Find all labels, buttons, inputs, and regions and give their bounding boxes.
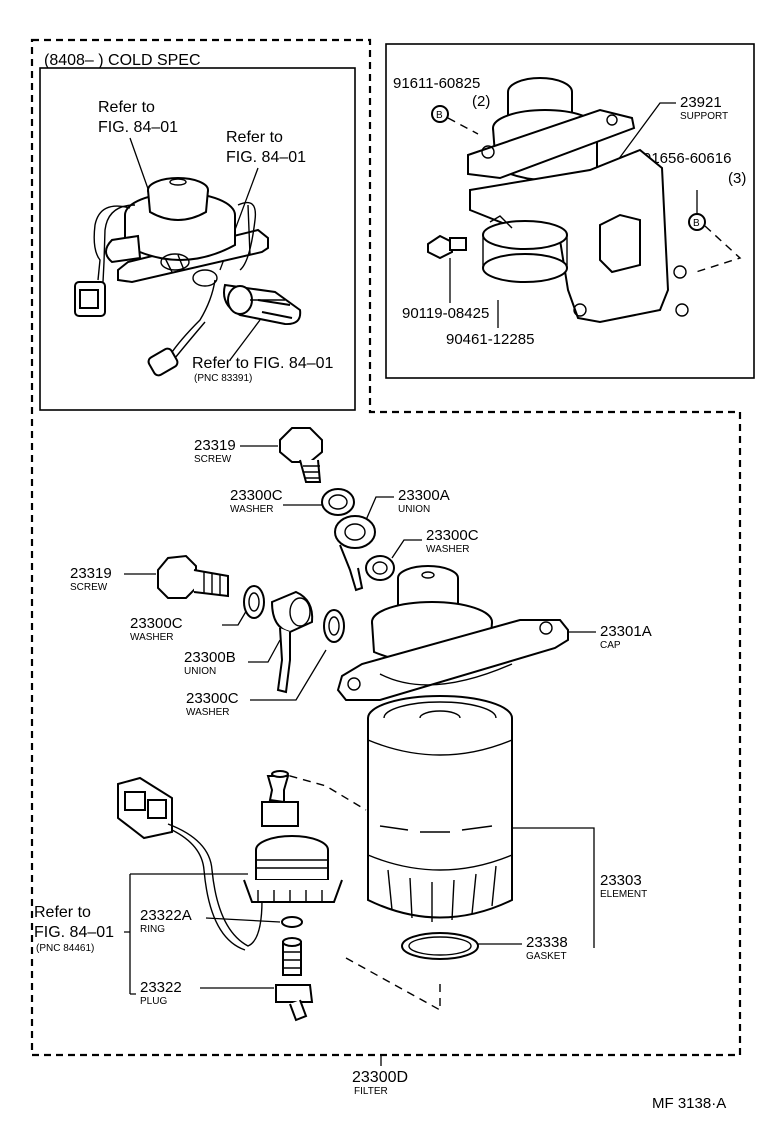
cold-spec-inset: (8408– ) COLD SPEC Refer to FIG. 84–01 R…	[39, 52, 356, 411]
washer-mid-number: 23300C	[426, 527, 479, 544]
union-a-leader	[365, 496, 394, 521]
cold-spec-refer-c-pnc: (PNC 83391)	[194, 373, 252, 384]
marker-b-right: B	[693, 218, 700, 229]
plug-number: 23322	[140, 979, 182, 996]
cold-spec-refer-a-line1: Refer to	[98, 99, 155, 116]
union-a-number: 23300A	[398, 487, 450, 504]
main-assembly: 23319 SCREW 23300C WASHER 23300A UNION 2…	[34, 427, 726, 1112]
marker-b-left-leader	[447, 117, 479, 135]
union-b-number: 23300B	[184, 649, 236, 666]
support-leader	[617, 102, 676, 161]
refer-plug-pnc: (PNC 84461)	[36, 943, 94, 954]
washer-left-leader	[222, 607, 249, 626]
screw-top-number: 23319	[194, 437, 236, 454]
union-b-drawing	[270, 590, 314, 694]
gasket-number: 23338	[526, 934, 568, 951]
element-name: ELEMENT	[600, 889, 647, 900]
washer-mid-leader	[391, 539, 422, 559]
cold-spec-header: (8408– ) COLD SPEC	[44, 52, 201, 69]
washer-mid-name: WASHER	[426, 544, 470, 555]
washer-top-number: 23300C	[230, 487, 283, 504]
bolt-90119-number: 90119-08425	[402, 305, 489, 322]
element-drawing	[367, 695, 513, 922]
refer-plug-bracket	[124, 873, 248, 994]
washer-low-name: WASHER	[186, 707, 230, 718]
screw-left-drawing	[157, 554, 229, 599]
support-name: SUPPORT	[680, 111, 728, 122]
washer-mid-drawing	[365, 555, 395, 581]
cap-name: CAP	[600, 640, 621, 651]
washer-left-name: WASHER	[130, 632, 174, 643]
washer-top-drawing	[321, 488, 355, 516]
support-frame	[385, 43, 755, 379]
plug-guide-top	[275, 771, 367, 811]
cold-spec-heater-cap-drawing	[74, 177, 302, 377]
plug-name: PLUG	[140, 996, 167, 1007]
bolt-91611-number: 91611-60825	[393, 75, 480, 92]
plug-leader	[130, 987, 274, 995]
screw-top-name: SCREW	[194, 454, 232, 465]
washer-left-drawing	[243, 585, 265, 619]
bolt-91656-number: 91656-60616	[643, 150, 731, 167]
union-a-drawing	[334, 515, 376, 592]
filter-name: FILTER	[354, 1086, 388, 1097]
band-90461-number: 90461-12285	[446, 331, 534, 348]
refer-plug-line1: Refer to	[34, 904, 91, 921]
washer-low-drawing	[323, 609, 345, 643]
union-b-name: UNION	[184, 666, 216, 677]
cold-spec-refer-a-line2: FIG. 84–01	[98, 119, 178, 136]
ring-leader	[205, 917, 281, 923]
ring-name: RING	[140, 924, 165, 935]
gasket-drawing	[401, 932, 479, 960]
bolt-91611-qty: (2)	[472, 93, 490, 110]
refer-plug-line2: FIG. 84–01	[34, 924, 114, 941]
element-leader	[510, 827, 595, 948]
support-inset: 91611-60825 (2) B 23921 SUPPORT 91656-60…	[385, 43, 755, 379]
plug-drawing	[243, 770, 343, 1022]
filter-assembly-boundary	[30, 38, 742, 1057]
union-b-leader	[248, 639, 281, 663]
support-number: 23921	[680, 94, 722, 111]
support-bracket-drawing	[427, 77, 689, 324]
cold-spec-refer-b-line1: Refer to	[226, 129, 283, 146]
figure-code: MF 3138·A	[652, 1095, 726, 1112]
element-number: 23303	[600, 872, 642, 889]
screw-left-name: SCREW	[70, 582, 108, 593]
marker-b-left: B	[436, 110, 443, 121]
washer-top-name: WASHER	[230, 504, 274, 515]
cold-spec-leader-c	[229, 319, 261, 361]
screw-left-number: 23319	[70, 565, 112, 582]
cap-number: 23301A	[600, 623, 652, 640]
cold-spec-frame	[39, 67, 356, 411]
bolt-91656-qty: (3)	[728, 170, 746, 187]
washer-low-leader	[250, 649, 327, 701]
screw-top-drawing	[279, 427, 323, 483]
filter-number: 23300D	[352, 1069, 408, 1086]
plug-guide-bottom	[345, 957, 441, 1011]
cap-drawing	[336, 565, 569, 701]
union-a-name: UNION	[398, 504, 430, 515]
gasket-name: GASKET	[526, 951, 567, 962]
ring-number: 23322A	[140, 907, 192, 924]
marker-b-right-leader	[695, 225, 742, 273]
connector-harness-drawing	[117, 776, 263, 951]
washer-left-number: 23300C	[130, 615, 183, 632]
cold-spec-refer-c-line1: Refer to FIG. 84–01	[192, 355, 334, 372]
washer-low-number: 23300C	[186, 690, 239, 707]
cold-spec-refer-b-line2: FIG. 84–01	[226, 149, 306, 166]
marker-b-left-icon	[431, 105, 449, 123]
